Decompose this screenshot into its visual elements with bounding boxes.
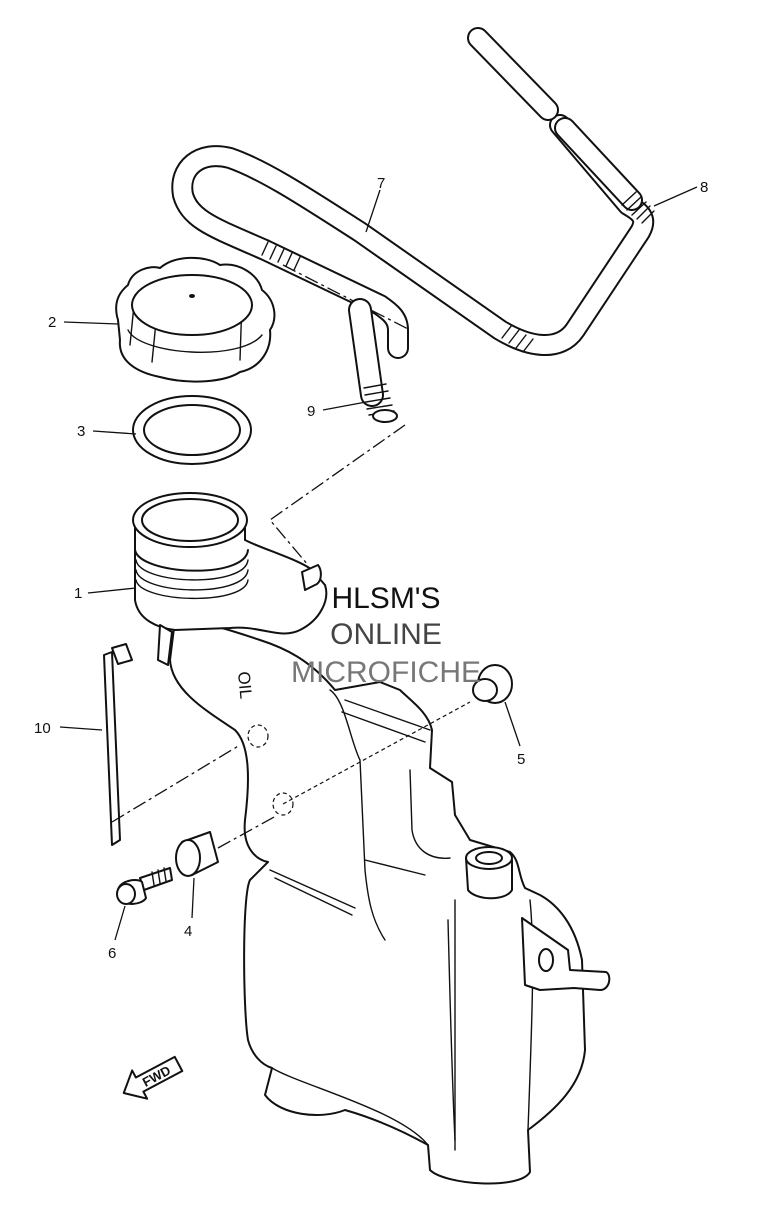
callout-5: 5 xyxy=(517,751,525,768)
callout-10: 10 xyxy=(34,720,51,737)
callout-1: 1 xyxy=(74,585,82,602)
watermark-line2: ONLINE xyxy=(330,618,442,651)
filler-cap-2 xyxy=(115,256,276,383)
hose-clamp-lower xyxy=(501,324,534,353)
assembly-lines xyxy=(111,424,471,849)
watermark-line1: HLSM'S xyxy=(331,582,440,615)
callout-3: 3 xyxy=(77,423,85,440)
callout-4: 4 xyxy=(184,923,192,940)
watermark-line3: MICROFICHE xyxy=(291,656,481,689)
filler-neck-1 xyxy=(132,492,328,666)
callout-2: 2 xyxy=(48,314,56,331)
callout-6: 6 xyxy=(108,945,116,962)
elbow-hose-9 xyxy=(348,298,398,423)
leader-lines xyxy=(59,186,698,941)
fwd-arrow-icon: FWD xyxy=(122,1055,184,1100)
callout-numbers: 1 2 3 4 5 6 7 8 9 10 xyxy=(34,175,708,962)
watermark: HLSM'S ONLINE MICROFICHE xyxy=(291,582,481,689)
bolt-6 xyxy=(116,867,173,905)
o-ring-3 xyxy=(132,395,252,465)
callout-8: 8 xyxy=(700,179,708,196)
callout-9: 9 xyxy=(307,403,315,420)
cable-tie-10 xyxy=(103,643,133,846)
collar-5 xyxy=(472,664,513,704)
grommet-4 xyxy=(175,831,219,877)
oil-tank-body: OIL xyxy=(169,619,611,1185)
hose-clamp-upper xyxy=(261,241,301,271)
callout-7: 7 xyxy=(377,175,385,192)
oil-marking: OIL xyxy=(234,671,255,700)
breather-hose-8 xyxy=(467,27,655,224)
